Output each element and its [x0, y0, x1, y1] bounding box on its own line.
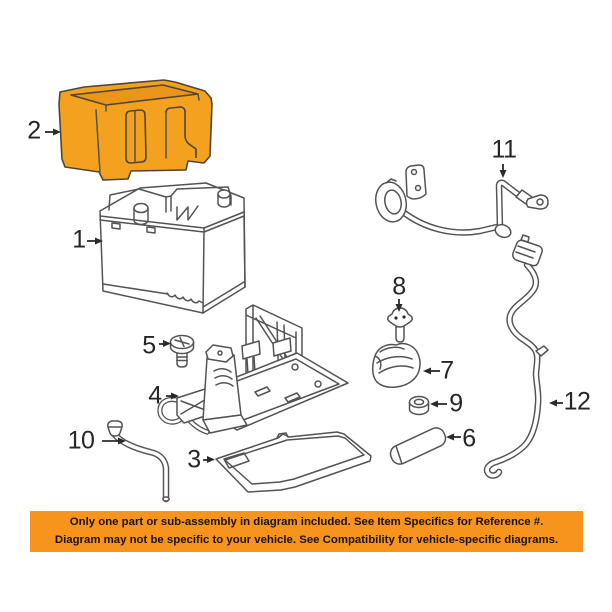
sleeve-part	[389, 427, 447, 465]
callout-arrow-2	[45, 128, 61, 136]
callout-12-label: 12	[563, 387, 591, 416]
callout-4-label: 4	[148, 381, 162, 410]
battery-part	[99, 182, 246, 314]
callout-5-label: 5	[142, 331, 156, 360]
callout-7-label: 7	[440, 356, 454, 385]
callout-6-label: 6	[462, 424, 476, 453]
disclaimer-line-1: Only one part or sub-assembly in diagram…	[69, 516, 544, 529]
disclaimer-line-2: Diagram may not be specific to your vehi…	[54, 533, 559, 546]
tray-bracket-part	[157, 304, 349, 435]
callout-arrow-11	[499, 164, 507, 178]
bolt-part	[169, 334, 195, 368]
callout-arrow-6	[446, 433, 461, 441]
callout-1-label: 1	[72, 225, 86, 254]
callout-arrows	[45, 128, 563, 463]
positive-cable-part	[374, 164, 549, 239]
callout-arrow-4	[166, 392, 179, 400]
callout-2-label: 2	[27, 116, 41, 145]
callout-arrow-1	[87, 237, 103, 245]
callout-11-label: 11	[491, 135, 517, 164]
support-part	[372, 342, 421, 388]
callout-arrow-12	[549, 399, 563, 407]
callout-8-label: 8	[392, 272, 406, 301]
callout-arrow-7	[423, 367, 440, 375]
callout-arrow-5	[159, 340, 171, 347]
callout-3-label: 3	[187, 445, 201, 474]
battery-cover-part	[58, 79, 213, 181]
callout-arrow-9	[430, 400, 447, 408]
callout-arrow-10	[102, 437, 126, 445]
callout-arrow-8	[395, 299, 403, 312]
disclaimer-banner: Only one part or sub-assembly in diagram…	[30, 511, 583, 552]
vent-hose-part	[107, 420, 170, 503]
negative-cable-part	[483, 234, 549, 479]
callout-9-label: 9	[449, 389, 463, 418]
battery-tray-part	[215, 431, 372, 493]
nut-part	[408, 395, 430, 416]
callout-arrow-3	[203, 456, 215, 463]
hold-down-bolt-part	[386, 307, 414, 343]
callout-10-label: 10	[67, 426, 95, 455]
